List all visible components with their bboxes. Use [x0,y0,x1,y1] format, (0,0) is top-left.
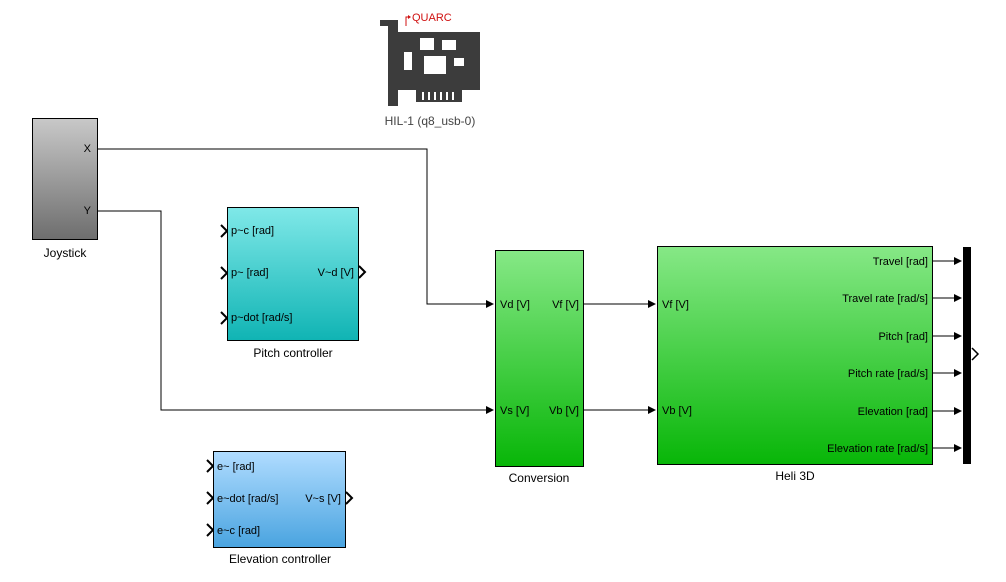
pitch-input-label: p~ [rad] [231,267,269,279]
mux-block[interactable] [963,247,971,464]
pitch-controller-block[interactable]: p~c [rad] p~ [rad] p~dot [rad/s] V~d [V] [227,207,359,341]
pitch-output-port-icon [358,265,367,279]
joystick-block[interactable]: X Y [32,118,98,240]
conv-input-label: Vs [V] [500,405,530,417]
daq-card-icon [380,15,480,106]
joystick-output-y: Y [83,205,91,217]
heli-output-label: Travel rate [rad/s] [842,293,928,305]
heli-output-label: Pitch [rad] [878,331,928,343]
elev-output-label: V~s [V] [305,493,341,505]
conv-output-label: Vb [V] [549,405,579,417]
pitch-controller-name: Pitch controller [253,346,333,360]
hil-label: HIL-1 (q8_usb-0) [384,114,476,128]
conv-output-label: Vf [V] [552,299,579,311]
elevation-controller-block[interactable]: e~ [rad] e~dot [rad/s] e~c [rad] V~s [V] [213,451,346,548]
elev-input-label: e~ [rad] [217,461,255,473]
conv-input-label: Vd [V] [500,299,530,311]
heli-output-label: Travel [rad] [872,256,928,268]
wire-x-to-vd[interactable] [98,148,494,308]
elev-output-port-icon [345,491,354,505]
elevation-controller-name: Elevation controller [228,552,332,566]
heli-input-label: Vf [V] [662,299,689,311]
heli-output-label: Elevation [rad] [857,406,928,418]
wire-y-to-vs[interactable] [98,210,494,414]
heli-3d-name: Heli 3D [775,469,815,483]
conversion-name: Conversion [508,471,570,485]
heli-input-label: Vb [V] [662,405,692,417]
elev-input-label: e~dot [rad/s] [217,493,279,505]
pitch-input-label: p~dot [rad/s] [231,312,293,324]
heli-output-label: Elevation rate [rad/s] [827,443,928,455]
heli-3d-block[interactable]: Vf [V] Vb [V] Travel [rad] Travel rate [… [657,246,933,465]
quarc-logo-text: QUARC [412,12,452,24]
pitch-input-label: p~c [rad] [231,225,275,237]
elev-input-label: e~c [rad] [217,525,261,537]
conversion-block[interactable]: Vd [V] Vs [V] Vf [V] Vb [V] [495,250,584,467]
joystick-name: Joystick [43,246,87,260]
pitch-output-label: V~d [V] [317,267,354,279]
heli-output-label: Pitch rate [rad/s] [847,368,928,380]
hil-block[interactable]: QUARC [376,12,484,112]
mux-output-port-icon [971,347,980,361]
joystick-output-x: X [83,143,91,155]
